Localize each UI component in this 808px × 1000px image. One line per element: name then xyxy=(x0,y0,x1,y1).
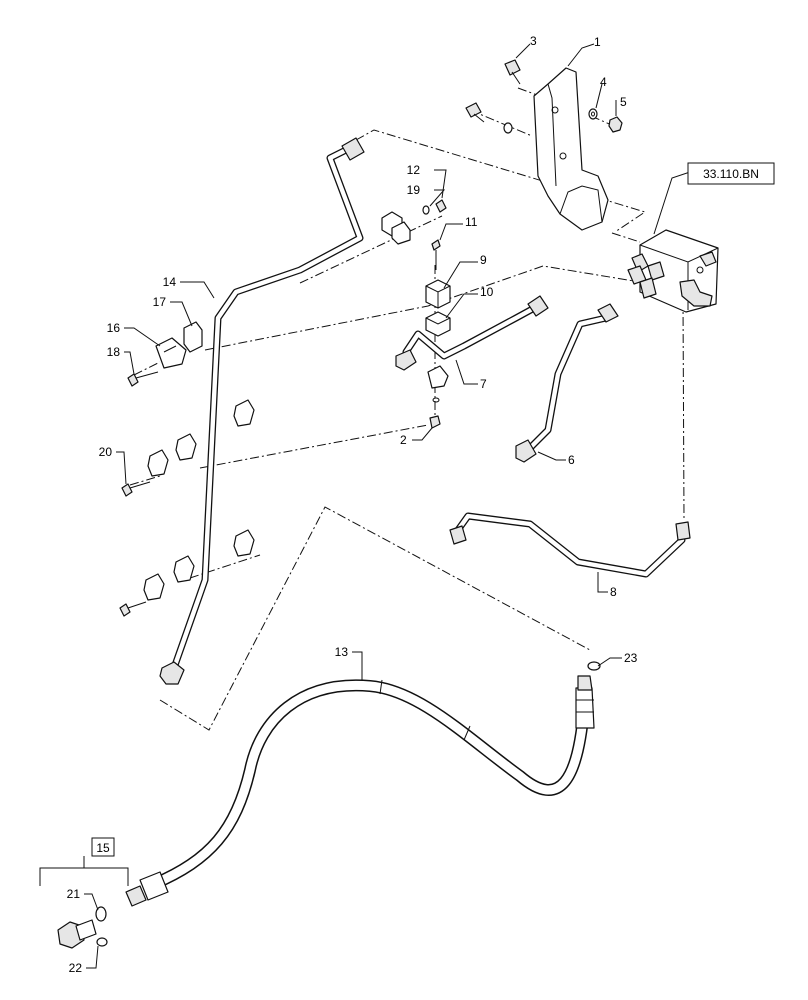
callout-7: 7 xyxy=(480,377,487,391)
o-ring-23 xyxy=(587,661,601,671)
clamp-block-10 xyxy=(425,311,451,337)
callout-10: 10 xyxy=(480,285,494,299)
bolt-lower xyxy=(465,102,485,123)
bolt-lower-clamp xyxy=(119,601,147,617)
callout-3: 3 xyxy=(530,34,537,48)
callout-19: 19 xyxy=(407,183,421,197)
bolt-12 xyxy=(435,199,447,213)
washer-4 xyxy=(588,108,598,120)
tube-7 xyxy=(395,295,549,371)
bolt-11 xyxy=(431,239,441,270)
callout-8: 8 xyxy=(610,585,617,599)
hose-13 xyxy=(148,679,590,890)
washer-19 xyxy=(422,205,430,215)
tube-6 xyxy=(515,303,619,463)
tube-8 xyxy=(449,512,691,578)
reference-box-label: 33.110.BN xyxy=(703,167,759,181)
callout-16: 16 xyxy=(107,321,121,335)
group-bracket-15 xyxy=(39,856,129,886)
leader-lines xyxy=(84,43,691,969)
nut-2 xyxy=(429,415,441,429)
o-ring-21 xyxy=(95,906,107,922)
hose-end-fitting-lower xyxy=(125,871,169,907)
reference-box-33-110-bn[interactable]: 33.110.BN xyxy=(687,162,775,185)
bolt-3 xyxy=(504,59,521,85)
clamp-pair-upper xyxy=(147,399,255,477)
callout-20: 20 xyxy=(99,445,113,459)
callout-13: 13 xyxy=(335,645,349,659)
o-ring-22 xyxy=(96,937,108,947)
clamp-block-9 xyxy=(425,279,451,309)
washer-lower xyxy=(503,122,513,134)
callout-2: 2 xyxy=(400,433,407,447)
mounting-bracket xyxy=(533,67,609,231)
callout-labels: 3 1 4 5 12 19 11 9 10 7 2 6 8 14 17 16 1… xyxy=(67,34,638,975)
callout-11: 11 xyxy=(465,215,478,229)
group-box-15[interactable]: 15 xyxy=(91,837,115,857)
callout-9: 9 xyxy=(480,253,487,267)
clamp-16 xyxy=(155,337,187,369)
clamp-upper xyxy=(381,211,411,245)
callout-21: 21 xyxy=(67,887,81,901)
valve-fittings xyxy=(627,251,717,307)
clamp-lower-7 xyxy=(427,365,449,403)
bolt-20 xyxy=(121,481,151,497)
callout-5: 5 xyxy=(620,95,627,109)
tube-14 xyxy=(159,137,365,685)
callout-6: 6 xyxy=(568,453,575,467)
callout-23: 23 xyxy=(624,651,638,665)
callout-14: 14 xyxy=(163,275,177,289)
bolt-18 xyxy=(127,371,159,387)
callout-18: 18 xyxy=(107,345,121,359)
clamp-pair-lower xyxy=(143,529,255,601)
valve-block xyxy=(627,229,719,313)
clamp-17 xyxy=(183,321,203,353)
callout-1: 1 xyxy=(594,35,601,49)
nut-5 xyxy=(608,116,623,133)
callout-12: 12 xyxy=(407,163,421,177)
callout-17: 17 xyxy=(153,295,167,309)
adapter-fitting xyxy=(57,919,97,949)
hose-end-fitting-upper xyxy=(575,675,595,729)
callout-22: 22 xyxy=(69,961,83,975)
callout-4: 4 xyxy=(600,75,607,89)
group-box-label: 15 xyxy=(96,841,110,855)
